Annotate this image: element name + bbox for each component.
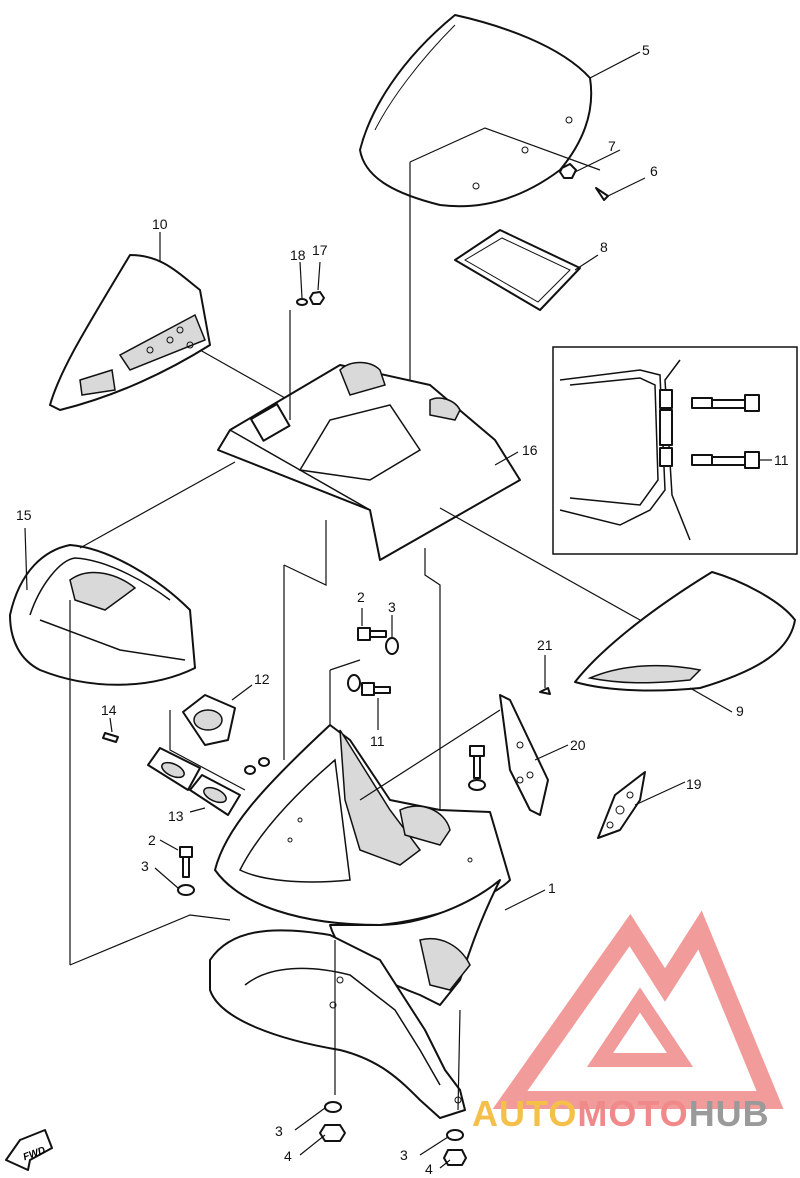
part-windscreen: [359, 14, 593, 208]
callout-7: 7: [608, 138, 616, 154]
callout-13: 13: [168, 808, 184, 824]
part-plates: [147, 747, 241, 816]
part-bracket-19: [597, 771, 646, 839]
callout-3-lower: 3: [141, 858, 149, 874]
part-right-cover: [574, 571, 796, 692]
detail-inset: [552, 346, 798, 555]
callout-14: 14: [101, 702, 117, 718]
callout-10: 10: [152, 216, 168, 232]
washer-3-bottom-left: [324, 1101, 342, 1113]
callout-2-lower: 2: [148, 832, 156, 848]
callout-12: 12: [254, 671, 270, 687]
nut-small: [244, 757, 270, 775]
callout-19: 19: [686, 776, 702, 792]
part-grommet: [182, 694, 236, 746]
part-left-cover: [49, 254, 211, 411]
callout-4-bottom-right: 4: [425, 1161, 433, 1177]
nut-4-bottom-right: [443, 1149, 467, 1166]
callout-21: 21: [537, 637, 553, 653]
callout-18: 18: [290, 247, 306, 263]
washer-18: [296, 298, 308, 306]
callout-9: 9: [736, 703, 744, 719]
part-mount-bracket: [217, 361, 521, 561]
part-front-cowl: [9, 544, 196, 686]
nut-17: [309, 291, 325, 305]
fwd-arrow-icon: FWD: [5, 1129, 53, 1171]
nut-4-bottom-left: [319, 1124, 346, 1142]
screw-14: [102, 732, 119, 743]
washer-3-upper: [385, 637, 399, 655]
callout-11: 11: [370, 733, 385, 749]
callout-17: 17: [312, 242, 328, 258]
washer-3-bottom-right: [446, 1129, 464, 1141]
part-gasket: [454, 229, 581, 311]
part-lower-stay: [209, 929, 466, 1119]
watermark-text: AUTOMOTOHUB: [472, 1093, 770, 1134]
watermark-part-auto: AUTO: [472, 1093, 577, 1134]
callout-5: 5: [642, 42, 650, 58]
callout-2-upper: 2: [357, 589, 365, 605]
callout-15: 15: [16, 507, 32, 523]
watermark-logo: [492, 910, 784, 1109]
bolt-2-lower: [179, 846, 193, 878]
callout-4-bottom-left: 4: [284, 1148, 292, 1164]
part-bracket-20: [499, 694, 549, 816]
callout-11-inset: 11: [774, 452, 789, 468]
screw-21: [539, 687, 551, 695]
callout-3-upper: 3: [388, 599, 396, 615]
callout-1: 1: [548, 880, 556, 896]
callout-8: 8: [600, 239, 608, 255]
bolt-right: [468, 745, 486, 791]
callout-3-bottom-left: 3: [275, 1123, 283, 1139]
nut-7: [559, 163, 577, 179]
bolt-2-upper: [357, 627, 387, 641]
callout-16: 16: [522, 442, 538, 458]
watermark-part-hub: HUB: [689, 1093, 770, 1134]
callout-20: 20: [570, 737, 586, 753]
washer-3-lower: [177, 884, 195, 896]
screw-6: [595, 187, 609, 201]
bolt-11: [347, 674, 391, 696]
callout-3-bottom-right: 3: [400, 1147, 408, 1163]
callout-6: 6: [650, 163, 658, 179]
watermark-part-moto: MOTO: [577, 1093, 688, 1134]
